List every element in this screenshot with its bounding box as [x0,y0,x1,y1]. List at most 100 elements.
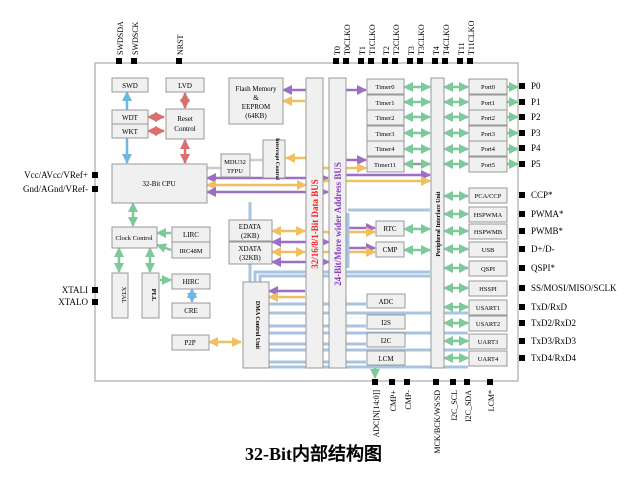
clock-control-block [111,226,158,249]
edata-block [228,219,273,242]
pin-t1clko: T1CLKO [368,24,377,55]
pin-p4: P4 [531,143,541,153]
pin-swdsck: SWDSCK [131,21,140,55]
hsspi-block [468,280,508,297]
svg-text:HSSPI: HSSPI [479,286,497,293]
mdu32-block [220,153,251,178]
timer4-block [366,140,405,157]
pin-xtalo: XTALO [58,297,88,307]
svg-text:Timer4: Timer4 [376,146,396,153]
svg-text:HIRC: HIRC [183,278,200,286]
svg-text:MDU32: MDU32 [224,159,246,166]
svg-text:(32KB): (32KB) [239,254,261,262]
pin-pwma: PWMA* [531,209,564,219]
p2p-block [171,334,210,351]
pin-ccp: CCP* [531,190,553,200]
pin-p1: P1 [531,97,541,107]
svg-text:24-Bit/More wider Address BUS: 24-Bit/More wider Address BUS [333,162,343,286]
svg-text:CRE: CRE [184,307,198,315]
svg-text:(64KB): (64KB) [245,112,267,120]
pin-txd3: TxD3/RxD3 [531,336,577,346]
svg-text:TFPU: TFPU [227,168,243,175]
xtal-block [111,272,129,319]
timer0-block [366,78,405,95]
port5-block [468,156,508,173]
svg-text:RTC: RTC [383,225,397,233]
pin-swdsda: SWDSDA [116,21,125,55]
uart4-block [468,350,508,367]
usart2-block [468,315,508,332]
qspi-block [468,260,508,277]
cpu-block [111,163,208,204]
pin-txdrxd: TxD/RxD [531,302,568,312]
hirc-block [171,273,211,290]
pin-t11: T11 [457,42,466,55]
svg-text:LIRC: LIRC [183,231,199,239]
lvd-block [165,77,205,93]
pin-t3clko: T3CLKO [417,24,426,55]
svg-text:IRC48M: IRC48M [179,248,202,255]
port0-block [468,78,508,95]
svg-text:(2KB): (2KB) [241,232,260,240]
svg-text:I2C: I2C [381,337,392,345]
swd-block [111,77,149,93]
svg-text:WKT: WKT [122,128,139,136]
svg-text:Port2: Port2 [481,115,495,122]
svg-text:HSPWMA: HSPWMA [474,212,503,219]
pin-t1: T1 [358,46,367,55]
cmp-block [375,241,405,258]
pin-cmpp: CMP+ [389,390,398,412]
svg-text:Port5: Port5 [481,162,495,169]
svg-text:WDT: WDT [122,114,139,122]
wkt-block [111,123,149,139]
svg-text:EEPROM: EEPROM [242,103,271,111]
hspwmb-block [468,223,508,240]
xdata-block [228,241,273,265]
svg-text:UART3: UART3 [478,339,499,346]
svg-text:Flash Memory: Flash Memory [235,85,277,93]
svg-text:Reset: Reset [177,115,193,123]
rtc-block [375,220,405,237]
svg-text:USB: USB [482,247,495,254]
pin-t2: T2 [382,46,391,55]
port4-block [468,140,508,157]
pin-gnd: Gnd/AGnd/VRef- [23,184,88,194]
pin-p0: P0 [531,81,541,91]
svg-text:I2S: I2S [381,319,391,327]
pin-i2cscl: I2C_SCL [450,390,459,421]
pin-p3: P3 [531,128,541,138]
svg-text:XDATA: XDATA [238,245,261,253]
svg-text:CMP: CMP [383,246,398,254]
pin-spi: SS/MOSI/MISO/SCLK [531,283,617,293]
svg-text:DMA Control Unit: DMA Control Unit [254,301,260,349]
pin-pwmb: PWMB* [531,226,564,236]
pin-t4: T4 [432,46,441,55]
svg-text:EDATA: EDATA [239,223,261,231]
reset-control-block [165,108,205,140]
svg-text:32/16/8/1-Bit Data BUS: 32/16/8/1-Bit Data BUS [310,179,320,269]
pin-dpdm: D+/D- [531,244,555,254]
svg-text:Timer3: Timer3 [376,131,395,138]
i2s-block [366,314,406,330]
right-pins: P0 P1 P2 P3 P4 P5 CCP* PWMA* PWMB* D+/D-… [519,81,617,363]
svg-text:Control: Control [174,125,195,133]
pin-txd2: TxD2/RxD2 [531,318,576,328]
data-bus [305,77,324,369]
svg-text:Port0: Port0 [481,84,495,91]
svg-text:USART1: USART1 [476,305,500,312]
bottom-pins: ADC[N[14:0]] CMP+ CMP- MCK/BCK/WS/SD I2C… [372,379,496,454]
irc48m-block [171,241,211,259]
interrupt-control-block [262,139,286,179]
pin-t0: T0 [333,46,342,55]
flash-memory-block [228,77,284,125]
pca-block [468,187,508,204]
svg-text:LCM: LCM [378,355,394,363]
svg-text:XTAL: XTAL [120,287,127,304]
svg-text:Peripheral Interface Unit: Peripheral Interface Unit [436,192,442,257]
pin-t3: T3 [407,46,416,55]
svg-text:USART2: USART2 [476,321,500,328]
pin-txd4: TxD4/RxD4 [531,353,577,363]
timer2-block [366,109,405,126]
svg-text:PCA/CCP: PCA/CCP [475,193,502,200]
svg-text:HSPWMB: HSPWMB [474,229,503,236]
